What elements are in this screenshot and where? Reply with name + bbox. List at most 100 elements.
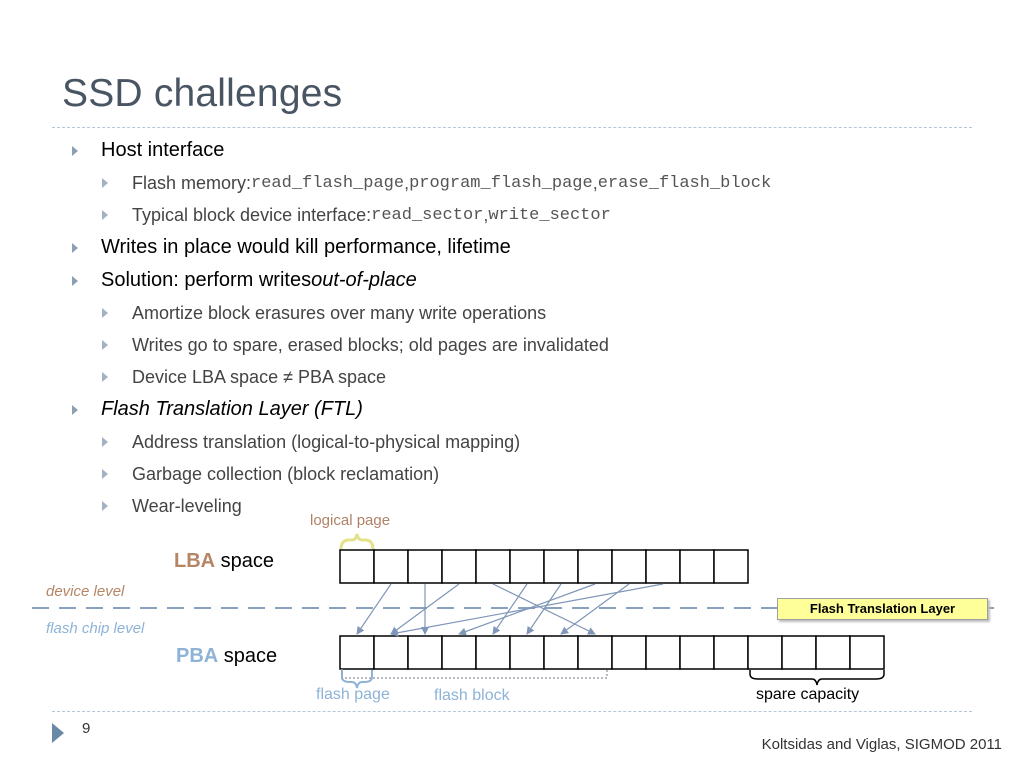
pba-cell bbox=[475, 635, 511, 670]
lba-cell bbox=[441, 549, 477, 584]
ftl-callout-box: Flash Translation Layer bbox=[777, 598, 988, 620]
bullet-text: Writes go to spare, erased blocks; old p… bbox=[132, 334, 609, 355]
code-erase-flash-block: erase_flash_block bbox=[597, 173, 772, 193]
lba-cell-row bbox=[339, 549, 749, 584]
lba-cell bbox=[509, 549, 545, 584]
code-read-flash-page: read_flash_page bbox=[251, 173, 405, 193]
bullet-arrow-icon bbox=[102, 469, 108, 479]
mapping-arrow bbox=[526, 583, 562, 635]
code-write-sector: write_sector bbox=[488, 205, 611, 225]
bullet-text: Typical block device interface: bbox=[132, 204, 372, 225]
bullet-device-lba: Device LBA space ≠ PBA space bbox=[72, 361, 972, 393]
slide-number: 9 bbox=[82, 720, 91, 737]
bullet-wear-leveling: Wear-leveling bbox=[72, 490, 972, 522]
bullet-address-translation: Address translation (logical-to-physical… bbox=[72, 426, 972, 458]
bullet-text: Garbage collection (block reclamation) bbox=[132, 463, 440, 484]
bullet-arrow-icon bbox=[72, 404, 78, 415]
pba-cell bbox=[747, 635, 783, 670]
logical-page-brace bbox=[339, 533, 375, 550]
mapping-arrows bbox=[356, 583, 664, 637]
pba-cell bbox=[849, 635, 885, 670]
lba-cell bbox=[679, 549, 715, 584]
bullet-arrow-icon bbox=[72, 275, 78, 286]
bullet-typical-block-interface: Typical block device interface: read_sec… bbox=[72, 199, 972, 231]
bullet-text: Device LBA space ≠ PBA space bbox=[132, 366, 387, 387]
bullet-flash-memory: Flash memory: read_flash_page,program_fl… bbox=[72, 167, 972, 199]
bullet-arrow-icon bbox=[72, 242, 78, 253]
pba-cell bbox=[373, 635, 409, 670]
bullet-text: Flash memory: bbox=[132, 172, 252, 193]
flash-chip-level-label: flash chip level bbox=[46, 620, 145, 637]
bullet-garbage-collection: Garbage collection (block reclamation) bbox=[72, 458, 972, 490]
bullet-host-interface: Host interface bbox=[72, 134, 972, 167]
lba-cell bbox=[475, 549, 511, 584]
lba-space-label: LBA space bbox=[174, 550, 274, 573]
spare-capacity-label: spare capacity bbox=[756, 686, 860, 703]
pba-cell bbox=[339, 635, 375, 670]
mapping-arrow bbox=[356, 583, 392, 635]
bullet-list: Host interface Flash memory: read_flash_… bbox=[72, 134, 972, 522]
bullet-ftl: Flash Translation Layer (FTL) bbox=[72, 393, 972, 426]
bullet-text: Wear-leveling bbox=[132, 495, 242, 516]
bullet-arrow-icon bbox=[102, 340, 108, 350]
comma-separator: , bbox=[404, 172, 410, 193]
comma-separator: , bbox=[592, 172, 598, 193]
bullet-arrow-icon bbox=[72, 145, 78, 156]
pba-cell bbox=[577, 635, 613, 670]
lba-cell bbox=[543, 549, 579, 584]
footer-divider bbox=[52, 711, 972, 712]
bullet-solution: Solution: perform writes out-of-place bbox=[72, 264, 972, 297]
pba-cell bbox=[407, 635, 443, 670]
footer-triangle-icon bbox=[52, 723, 64, 743]
lba-cell bbox=[373, 549, 409, 584]
code-program-flash-page: program_flash_page bbox=[409, 173, 593, 193]
bullet-text: Solution: perform writes bbox=[101, 269, 312, 291]
comma-separator: , bbox=[483, 204, 489, 225]
logical-page-label: logical page bbox=[310, 512, 391, 529]
pba-cell bbox=[611, 635, 647, 670]
bullet-text-italic: Flash Translation Layer (FTL) bbox=[101, 398, 363, 420]
pba-acronym: PBA bbox=[176, 645, 219, 667]
pba-cell bbox=[781, 635, 817, 670]
pba-space-word: space bbox=[218, 645, 278, 667]
lba-acronym: LBA bbox=[174, 550, 216, 572]
pba-cell bbox=[543, 635, 579, 670]
citation: Koltsidas and Viglas, SIGMOD 2011 bbox=[761, 736, 1002, 753]
mapping-arrow bbox=[492, 583, 528, 635]
pba-cell bbox=[679, 635, 715, 670]
mapping-arrow bbox=[492, 583, 596, 635]
bullet-arrow-icon bbox=[102, 178, 108, 188]
bullet-arrow-icon bbox=[102, 437, 108, 447]
page-title: SSD challenges bbox=[62, 72, 343, 115]
bullet-text-italic: out-of-place bbox=[311, 269, 417, 291]
bullet-text: Writes in place would kill performance, … bbox=[101, 236, 511, 258]
bullet-text: Host interface bbox=[101, 139, 225, 161]
bullet-writes-go-spare: Writes go to spare, erased blocks; old p… bbox=[72, 329, 972, 361]
title-divider bbox=[52, 127, 972, 128]
flash-page-label: flash page bbox=[316, 686, 390, 703]
bullet-arrow-icon bbox=[102, 210, 108, 220]
pba-cell bbox=[815, 635, 851, 670]
pba-cell bbox=[509, 635, 545, 670]
spare-capacity-brace bbox=[749, 670, 885, 686]
mapping-arrow bbox=[458, 583, 596, 636]
lba-cell bbox=[645, 549, 681, 584]
mapping-arrow bbox=[390, 583, 664, 637]
lba-cell bbox=[407, 549, 443, 584]
mapping-arrow bbox=[390, 583, 460, 635]
flash-block-brace bbox=[341, 669, 608, 679]
lba-cell bbox=[577, 549, 613, 584]
pba-space-label: PBA space bbox=[176, 645, 277, 668]
lba-space-word: space bbox=[215, 550, 275, 572]
mapping-arrow bbox=[560, 583, 630, 635]
device-level-label: device level bbox=[46, 583, 125, 600]
lba-cell bbox=[339, 549, 375, 584]
lba-cell bbox=[611, 549, 647, 584]
bullet-text: Amortize block erasures over many write … bbox=[132, 302, 547, 323]
bullet-writes-in-place: Writes in place would kill performance, … bbox=[72, 231, 972, 264]
lba-cell bbox=[713, 549, 749, 584]
bullet-arrow-icon bbox=[102, 501, 108, 511]
flash-block-label: flash block bbox=[434, 687, 510, 704]
pba-cell bbox=[645, 635, 681, 670]
bullet-arrow-icon bbox=[102, 308, 108, 318]
